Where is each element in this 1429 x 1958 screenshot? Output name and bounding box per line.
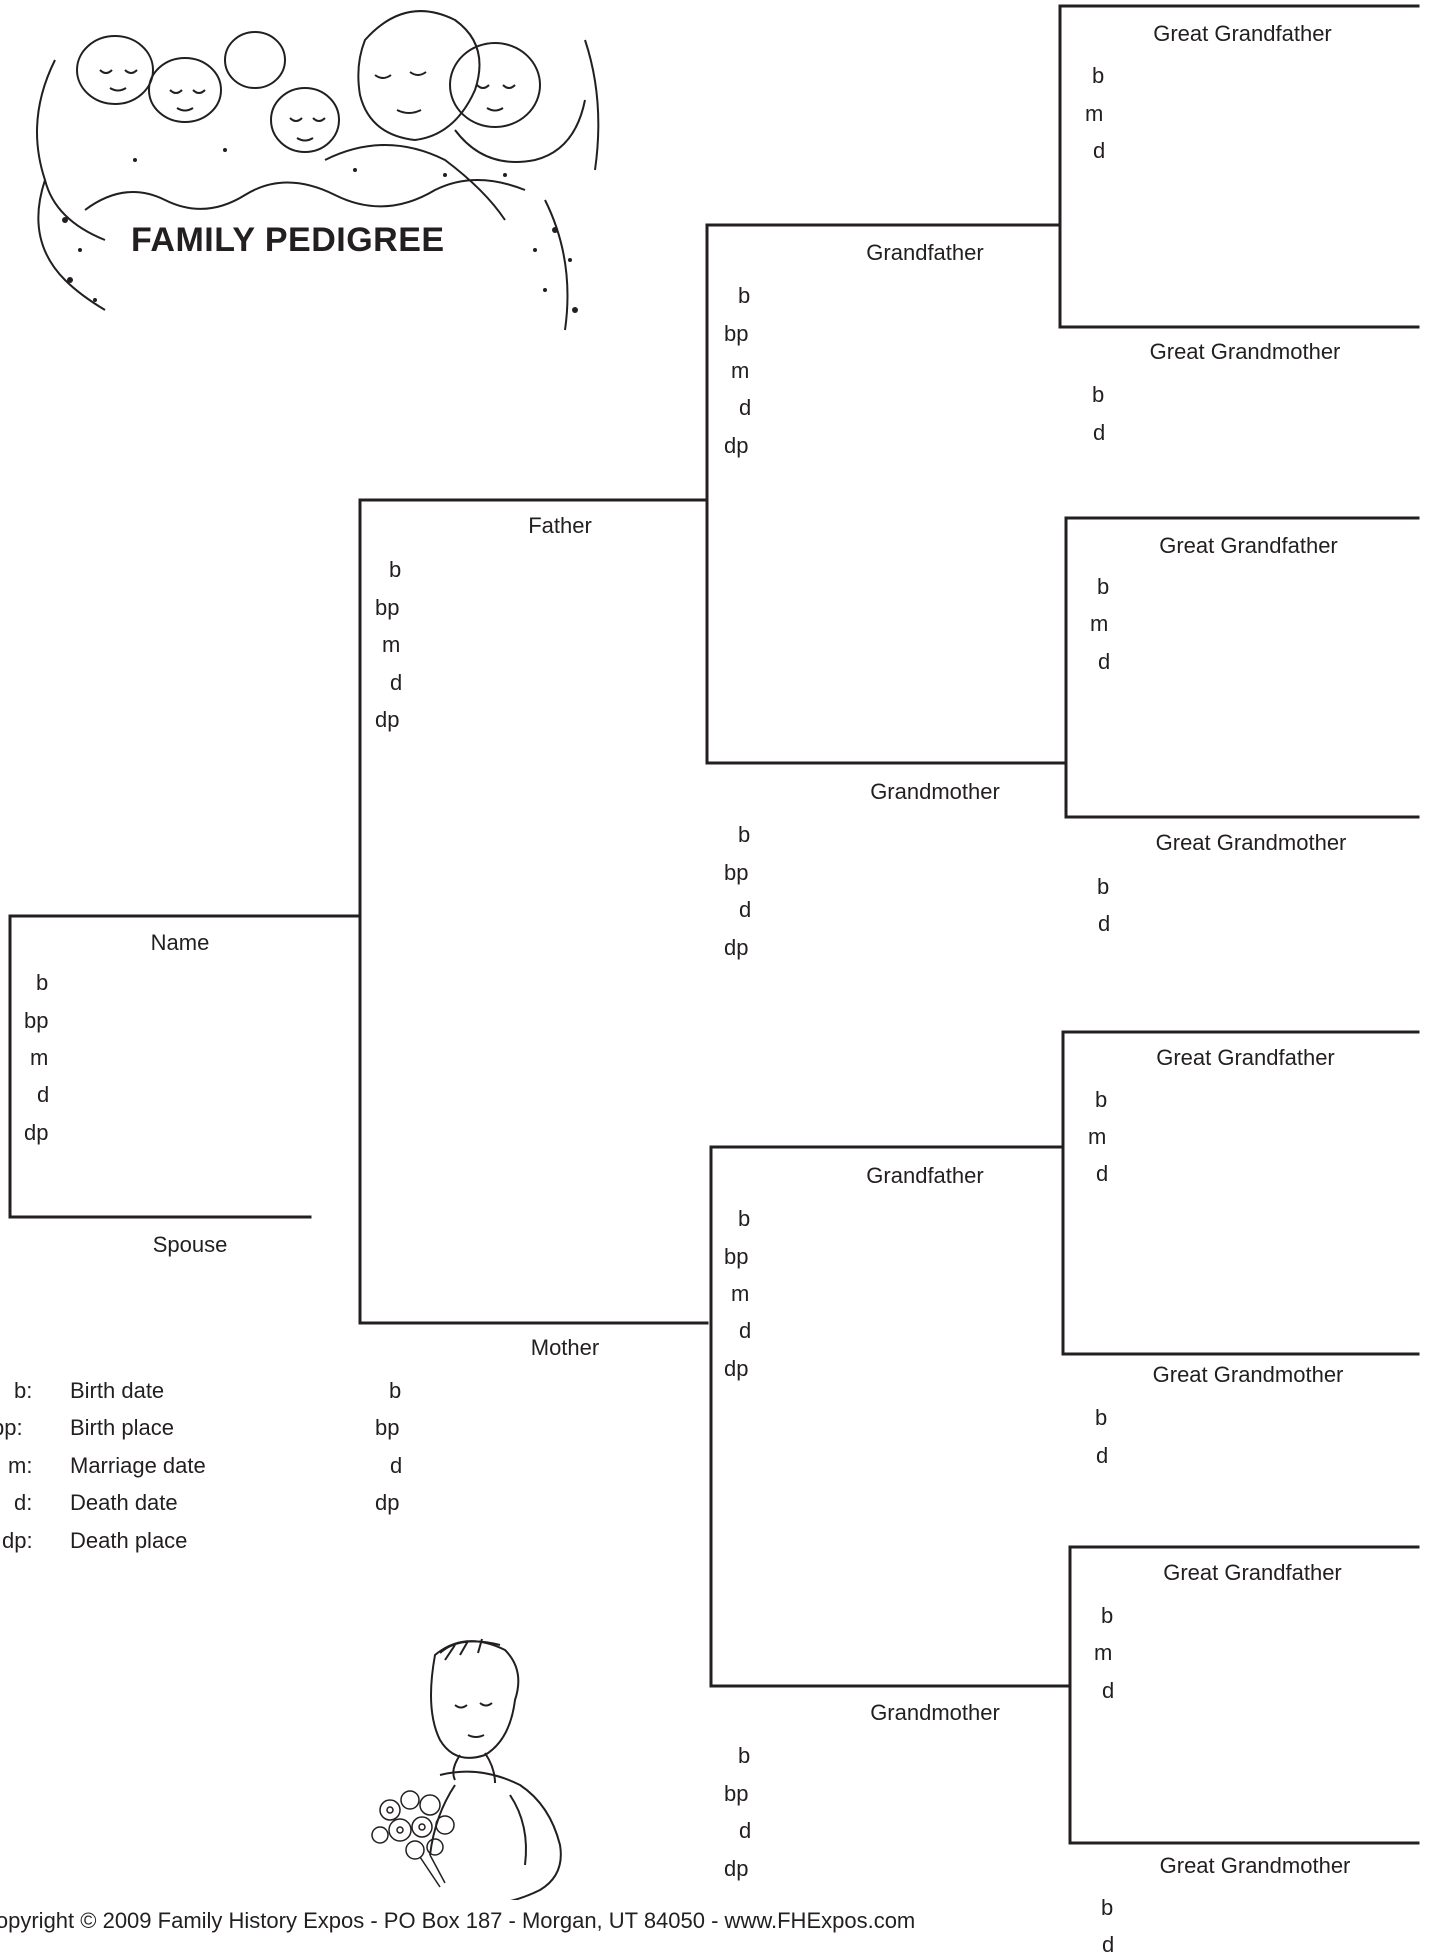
father-field-bp: bp bbox=[375, 595, 400, 620]
maternal-grandmother-field-dp: dp bbox=[724, 1856, 749, 1881]
maternal-grandfather-field-bp: bp bbox=[724, 1244, 749, 1269]
subject-field-bp: bp bbox=[24, 1008, 49, 1033]
great-grandmother-1-field-d: d bbox=[1093, 420, 1106, 445]
great-grandfather-3-field-b: b bbox=[1095, 1087, 1108, 1112]
legend-meaning-m: Marriage date bbox=[70, 1453, 206, 1478]
maternal-grandmother-field-b: b bbox=[738, 1743, 751, 1768]
boy-with-flowers-illustration bbox=[371, 1638, 562, 1900]
father-field-d: d bbox=[390, 670, 403, 695]
great-grandfather-2-field-m: m bbox=[1090, 611, 1109, 636]
paternal-grandfather-field-d: d bbox=[739, 395, 752, 420]
spouse-label: Spouse bbox=[152, 1232, 228, 1257]
great-grandfather-3-label: Great Grandfather bbox=[1156, 1045, 1335, 1070]
great-grandfather-2-field-d: d bbox=[1098, 649, 1111, 674]
paternal-grandmother-label: Grandmother bbox=[870, 779, 1000, 804]
great-grandmother-3-field-b: b bbox=[1095, 1405, 1108, 1430]
subject-field-m: m bbox=[30, 1045, 49, 1070]
great-grandmother-1-field-b: b bbox=[1092, 382, 1105, 407]
legend-meaning-dp: Death place bbox=[70, 1528, 188, 1553]
subject-field-d: d bbox=[37, 1082, 50, 1107]
great-grandfather-1-field-m: m bbox=[1085, 101, 1104, 126]
maternal-grandfather-field-d: d bbox=[739, 1318, 752, 1343]
paternal-grandmother-field-b: b bbox=[738, 822, 751, 847]
mother-field-dp: dp bbox=[375, 1490, 400, 1515]
paternal-grandmother-field-d: d bbox=[739, 897, 752, 922]
legend-key-m: m: bbox=[8, 1453, 33, 1478]
maternal-grandfather-field-b: b bbox=[738, 1206, 751, 1231]
legend-meaning-bp: Birth place bbox=[70, 1415, 174, 1440]
subject-name-label: Name bbox=[150, 930, 210, 955]
copyright-notice: Copyright © 2009 Family History Expos - … bbox=[0, 1908, 916, 1933]
great-grandmother-2-label: Great Grandmother bbox=[1155, 830, 1347, 855]
mother-field-d: d bbox=[390, 1453, 403, 1478]
mother-and-babies-illustration bbox=[36, 10, 600, 331]
great-grandfather-4-label: Great Grandfather bbox=[1163, 1560, 1342, 1585]
legend-key-bp: bp: bbox=[0, 1415, 23, 1440]
legend-meaning-b: Birth date bbox=[70, 1378, 165, 1403]
subject-field-dp: dp bbox=[24, 1120, 49, 1145]
maternal-grandmother-field-bp: bp bbox=[724, 1781, 749, 1806]
father-field-dp: dp bbox=[375, 707, 400, 732]
mother-label: Mother bbox=[530, 1335, 600, 1360]
mother-field-b: b bbox=[389, 1378, 402, 1403]
legend-key-dp: dp: bbox=[2, 1528, 33, 1553]
great-grandfather-3-field-m: m bbox=[1088, 1124, 1107, 1149]
paternal-grandmother-field-dp: dp bbox=[724, 935, 749, 960]
maternal-grandfather-field-dp: dp bbox=[724, 1356, 749, 1381]
subject-field-b: b bbox=[36, 970, 49, 995]
great-grandmother-4-field-b: b bbox=[1101, 1895, 1114, 1920]
legend-key-d: d: bbox=[14, 1490, 33, 1515]
page-title: FAMILY PEDIGREE bbox=[131, 221, 445, 259]
father-label: Father bbox=[528, 513, 592, 538]
paternal-grandmother-field-bp: bp bbox=[724, 860, 749, 885]
great-grandfather-2-label: Great Grandfather bbox=[1159, 533, 1338, 558]
great-grandmother-4-field-d: d bbox=[1102, 1932, 1115, 1957]
great-grandfather-4-field-b: b bbox=[1101, 1603, 1114, 1628]
paternal-grandfather-field-b: b bbox=[738, 283, 751, 308]
great-grandmother-2-field-d: d bbox=[1098, 911, 1111, 936]
great-grandfather-4-field-d: d bbox=[1102, 1678, 1115, 1703]
maternal-grandfather-label: Grandfather bbox=[866, 1163, 984, 1188]
great-grandmother-3-field-d: d bbox=[1096, 1443, 1109, 1468]
great-grandfather-2-field-b: b bbox=[1097, 574, 1110, 599]
father-field-b: b bbox=[389, 557, 402, 582]
great-grandmother-4-label: Great Grandmother bbox=[1159, 1853, 1351, 1878]
paternal-grandfather-label: Grandfather bbox=[866, 240, 984, 265]
great-grandfather-4-field-m: m bbox=[1094, 1640, 1113, 1665]
maternal-grandfather-field-m: m bbox=[731, 1281, 750, 1306]
paternal-grandfather-field-m: m bbox=[731, 358, 750, 383]
father-field-m: m bbox=[382, 632, 401, 657]
great-grandmother-1-label: Great Grandmother bbox=[1149, 339, 1341, 364]
great-grandfather-1-label: Great Grandfather bbox=[1153, 21, 1332, 46]
mother-field-bp: bp bbox=[375, 1415, 400, 1440]
great-grandfather-3-field-d: d bbox=[1096, 1161, 1109, 1186]
great-grandmother-2-field-b: b bbox=[1097, 874, 1110, 899]
legend-key-b: b: bbox=[14, 1378, 33, 1403]
legend-meaning-d: Death date bbox=[70, 1490, 178, 1515]
paternal-grandfather-field-dp: dp bbox=[724, 433, 749, 458]
maternal-grandmother-field-d: d bbox=[739, 1818, 752, 1843]
great-grandmother-3-label: Great Grandmother bbox=[1152, 1362, 1344, 1387]
great-grandfather-1-field-d: d bbox=[1093, 138, 1106, 163]
paternal-grandfather-field-bp: bp bbox=[724, 321, 749, 346]
great-grandfather-1-field-b: b bbox=[1092, 63, 1105, 88]
maternal-grandmother-label: Grandmother bbox=[870, 1700, 1000, 1725]
